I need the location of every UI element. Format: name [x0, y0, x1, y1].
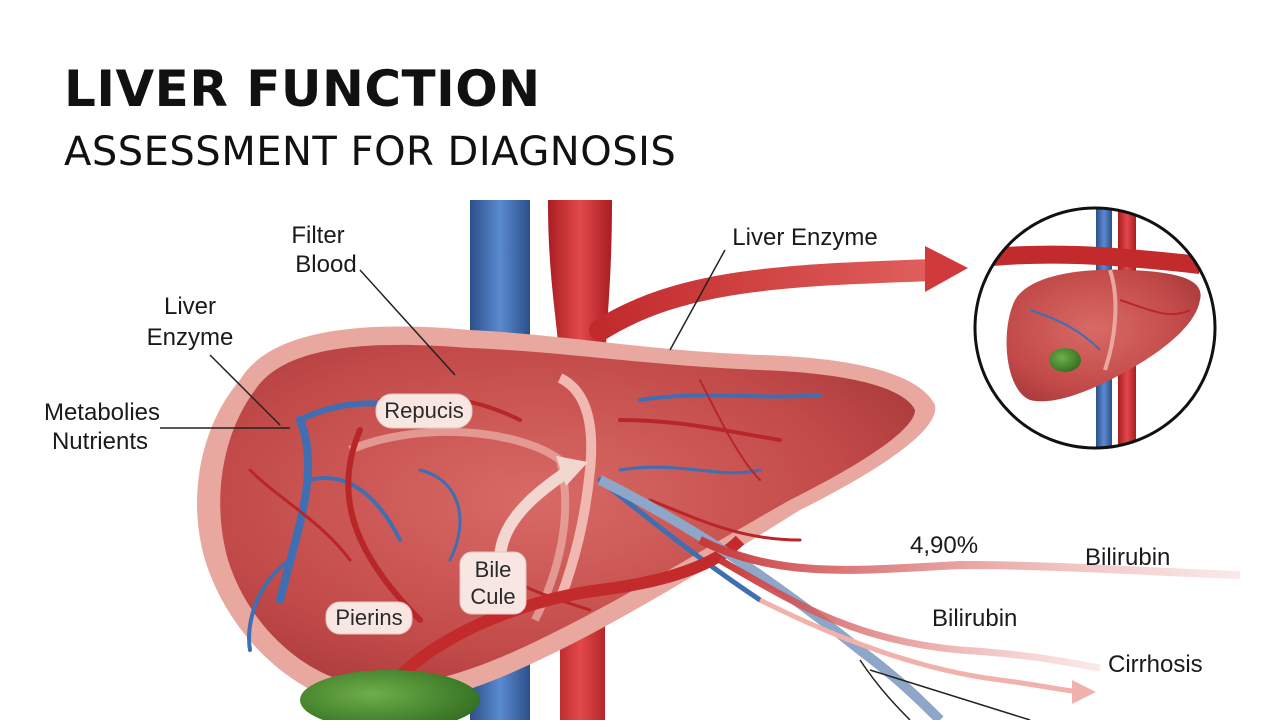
- filter-blood-label-line2: Blood: [295, 251, 356, 278]
- page-subtitle: ASSESSMENT FOR DIAGNOSIS: [64, 129, 677, 175]
- metabolies-label-line2: Nutrients: [52, 428, 148, 455]
- liver-enzyme-left-label-line2: Enzyme: [147, 324, 234, 351]
- metabolies-label-line1: Metabolies: [44, 399, 160, 426]
- pierins-pill: Pierins: [325, 601, 413, 635]
- repucis-label: Repucis: [384, 398, 463, 423]
- blue-veins: [247, 393, 822, 652]
- leader-lines: [160, 249, 726, 429]
- bile-flow-arrow: [494, 456, 588, 566]
- portal-vessels: [375, 475, 944, 724]
- percent-label: 4,90%: [910, 532, 978, 559]
- liver-enzyme-left-label-line1: Liver: [164, 293, 216, 320]
- liver-enzyme-top-label: Liver Enzyme: [732, 224, 877, 251]
- filter-blood-label-line1: Filter: [291, 222, 344, 249]
- repucis-pill: Repucis: [375, 393, 473, 429]
- bile-cule-pill: Bile Cule: [459, 551, 527, 615]
- liver-inset: [973, 206, 1217, 450]
- cirrhosis-label: Cirrhosis: [1108, 651, 1203, 678]
- page-title: LIVER FUNCTION: [64, 60, 541, 118]
- bilirubin-label-1: Bilirubin: [1085, 544, 1170, 571]
- red-arteries: [248, 379, 802, 623]
- pierins-label: Pierins: [335, 605, 402, 630]
- bile-label-line2: Cule: [470, 584, 515, 609]
- arrow-to-inset: [589, 246, 968, 341]
- inset-border: [973, 206, 1217, 450]
- bilirubin-label-2: Bilirubin: [932, 605, 1017, 632]
- gallbladder: [300, 670, 480, 725]
- output-tubes: [698, 536, 1241, 721]
- bile-label-line1: Bile: [475, 557, 512, 582]
